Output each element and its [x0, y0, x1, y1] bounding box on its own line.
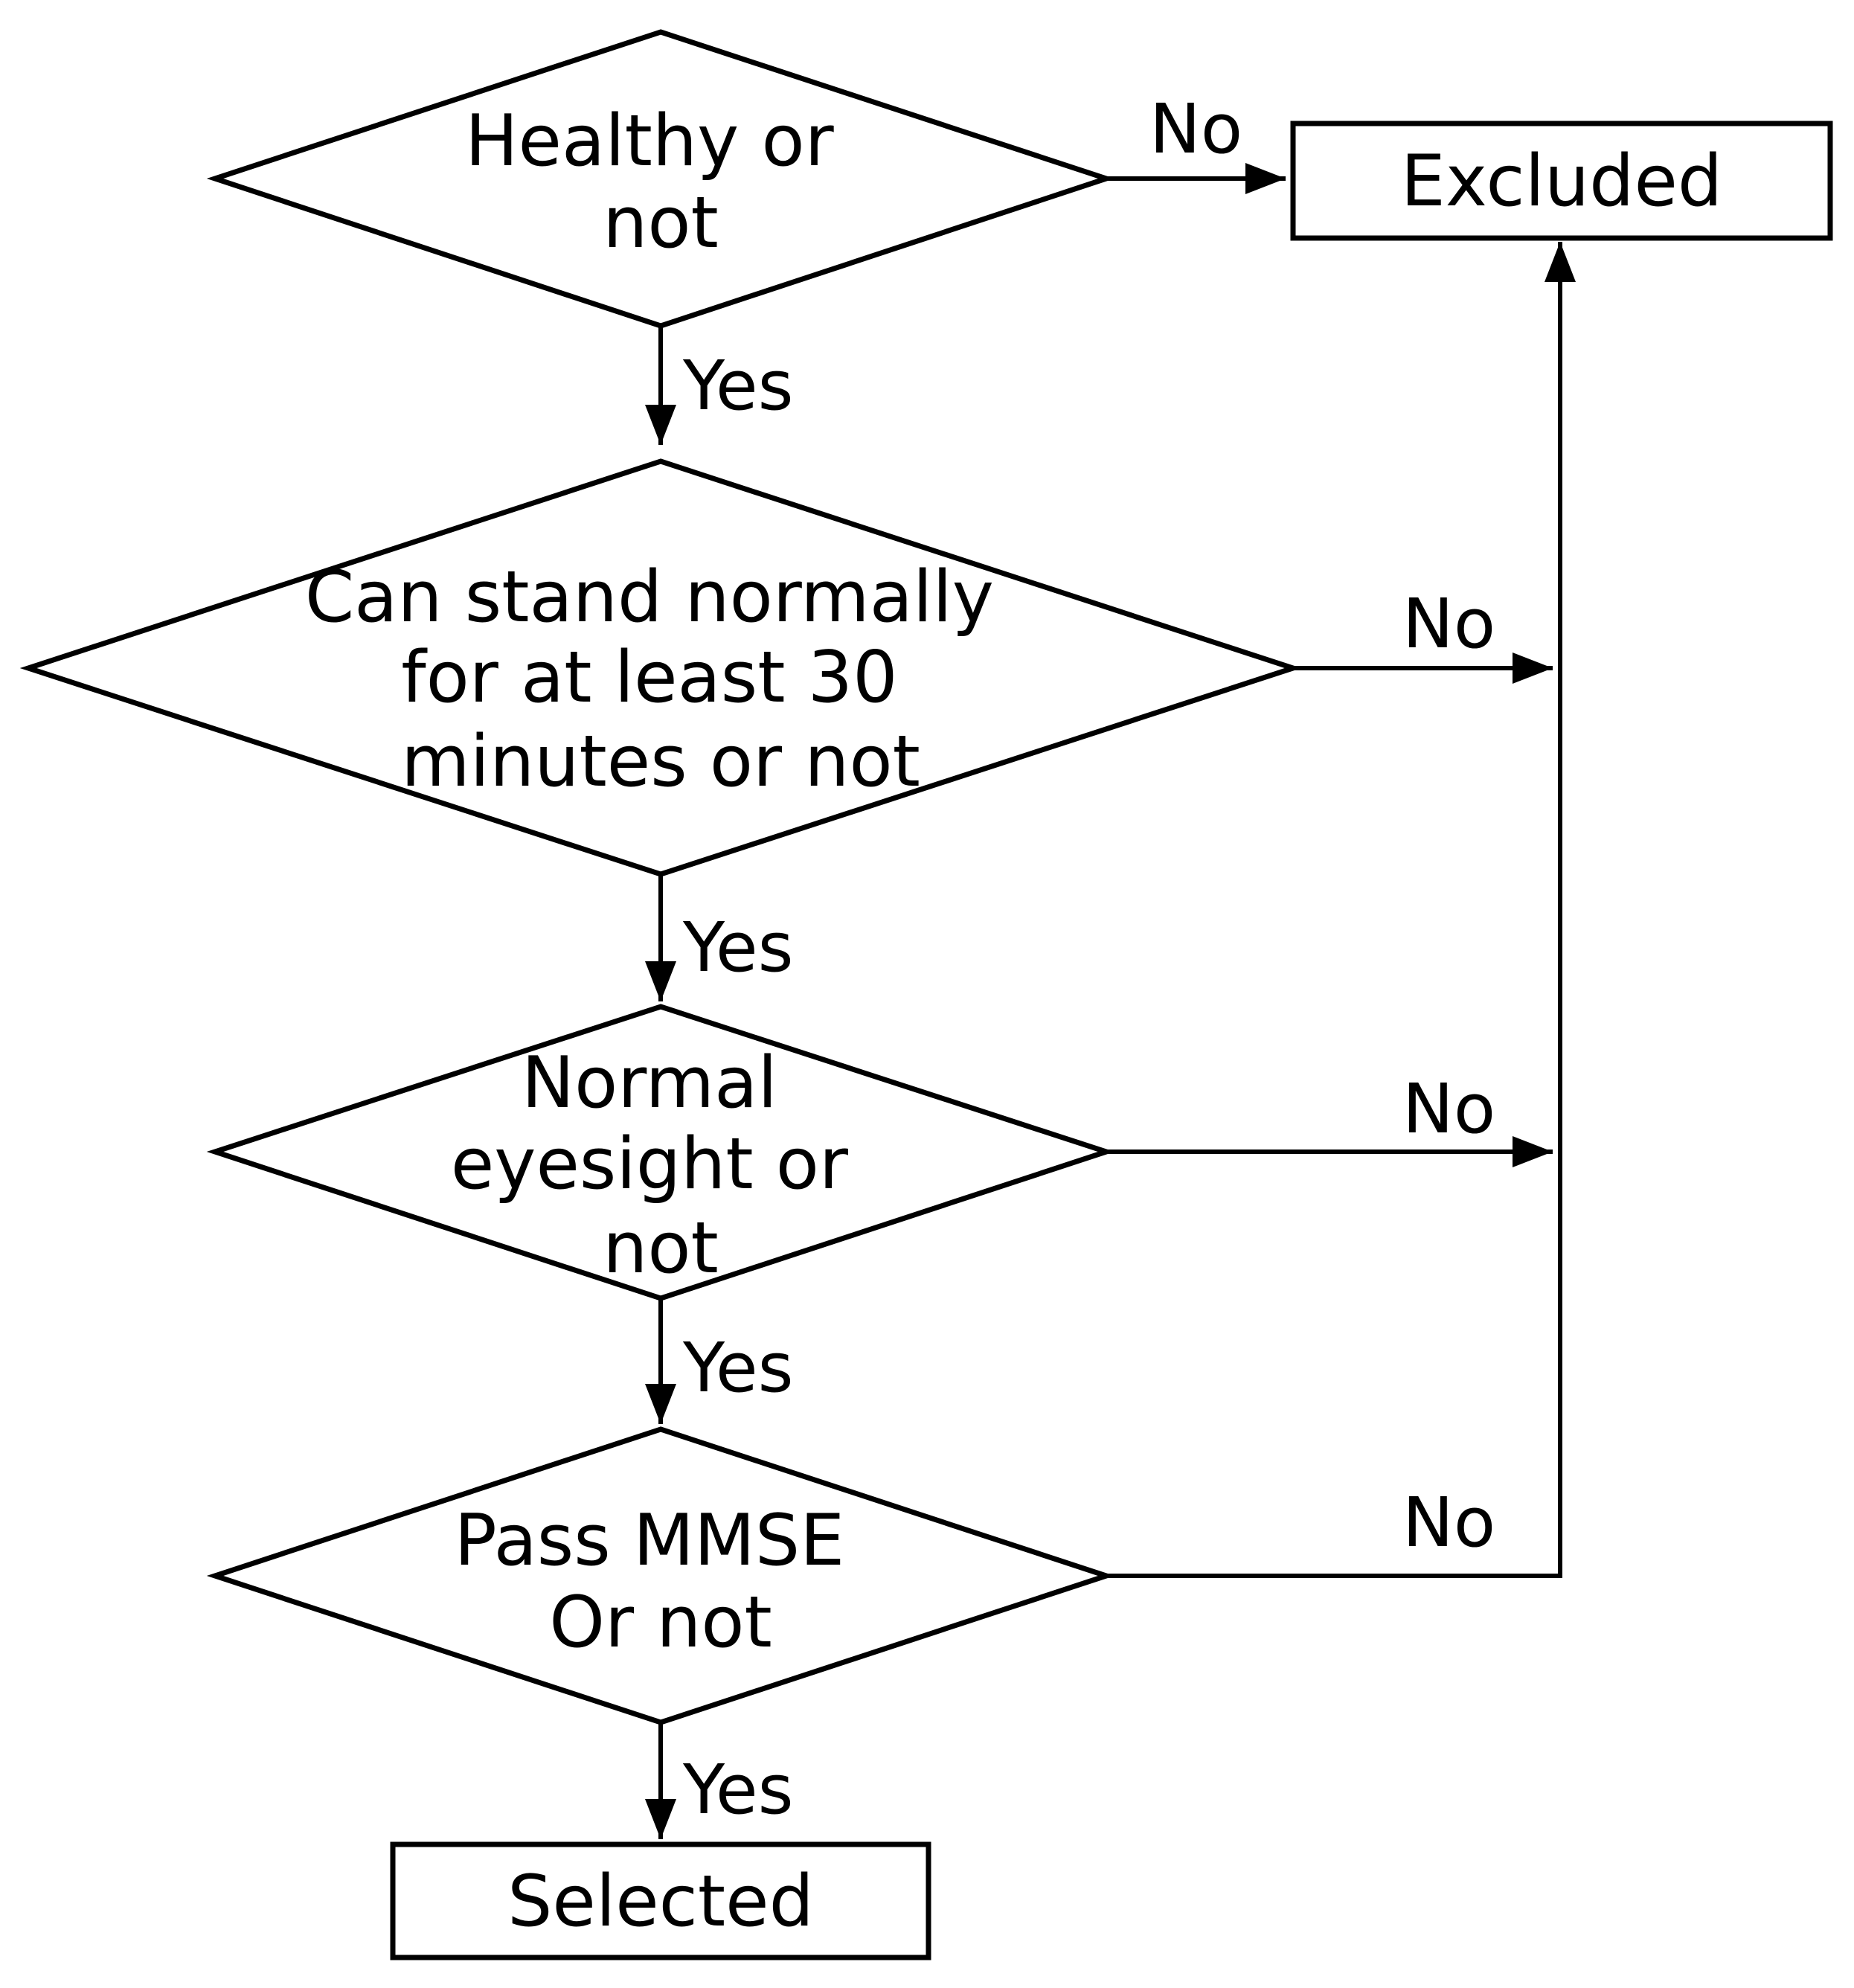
edge-label-stand-yes: Yes [682, 908, 794, 987]
box-excluded: Excluded [1290, 121, 1833, 241]
decision-mmse-label: Pass MMSE Or not [455, 1500, 867, 1664]
edge-label-mmse-no: No [1402, 1483, 1495, 1562]
decision-stand: Can stand normally for at least 30 minut… [19, 458, 1302, 877]
connector-mmse-no [1106, 1406, 1562, 1578]
box-excluded-label: Excluded [1401, 141, 1722, 222]
edge-label-stand-no: No [1402, 584, 1495, 664]
edge-label-healthy-yes: Yes [682, 346, 794, 426]
edge-label-eyesight-yes: Yes [682, 1328, 794, 1408]
edge-label-healthy-no: No [1149, 89, 1242, 169]
decision-healthy-label: Healthy or not [465, 100, 856, 264]
decision-eyesight: Normal eyesight or not [206, 1004, 1115, 1301]
decision-eyesight-label: Normal eyesight or not [451, 1042, 870, 1289]
decision-mmse: Pass MMSE Or not [206, 1426, 1115, 1725]
edge-label-mmse-yes: Yes [682, 1750, 794, 1830]
box-selected: Selected [390, 1841, 931, 1960]
edge-label-eyesight-no: No [1402, 1069, 1495, 1149]
box-selected-label: Selected [507, 1861, 814, 1943]
decision-healthy: Healthy or not [206, 29, 1115, 329]
decision-stand-label: Can stand normally for at least 30 minut… [305, 557, 1016, 803]
